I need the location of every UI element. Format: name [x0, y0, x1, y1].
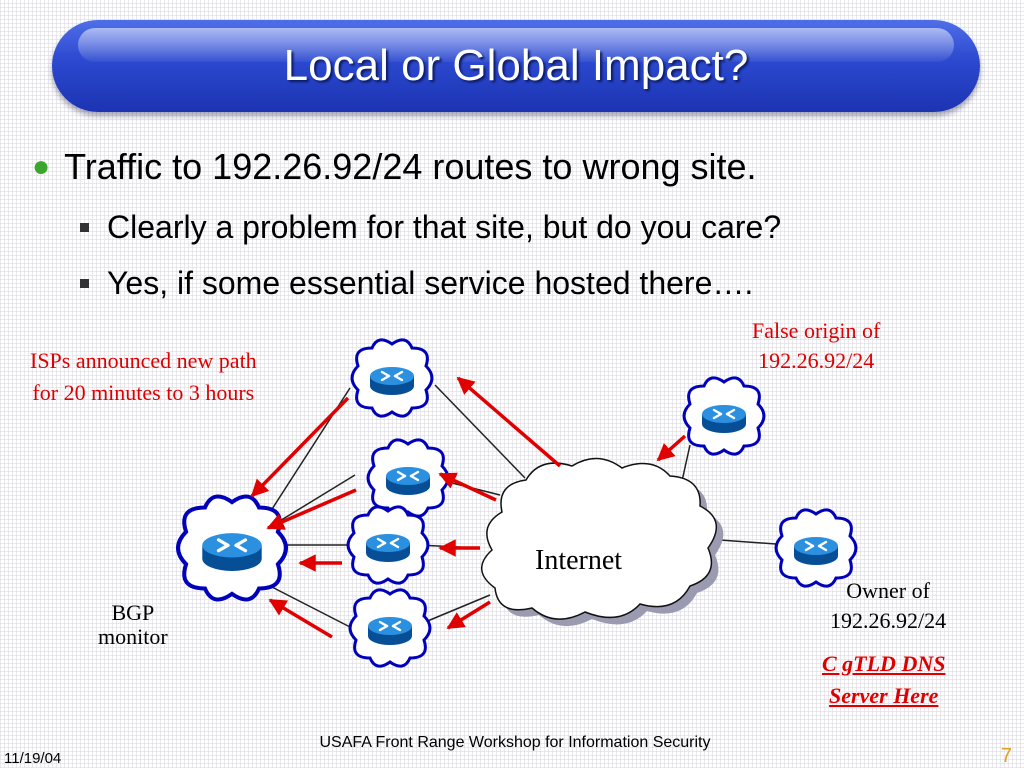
bgp-label-line-1: BGP	[111, 600, 155, 625]
sub-bullet-1-text: Clearly a problem for that site, but do …	[107, 209, 782, 245]
title-banner: Local or Global Impact?	[52, 20, 980, 112]
dns-label-line-1: C gTLD DNS	[822, 651, 946, 676]
owner-label: Owner of 192.26.92/24	[830, 576, 946, 636]
internet-cloud-body	[481, 457, 717, 620]
false-origin-line-2: 192.26.92/24	[758, 348, 875, 373]
owner-line-1: Owner of	[846, 578, 930, 603]
router-bottom	[348, 588, 432, 668]
square-bullet-icon	[80, 223, 89, 232]
router-mid-2	[346, 505, 430, 585]
owner-line-2: 192.26.92/24	[830, 608, 947, 633]
main-bullet-text: Traffic to 192.26.92/24 routes to wrong …	[64, 146, 757, 187]
footer-title: USAFA Front Range Workshop for Informati…	[319, 734, 711, 751]
bgp-monitor-label: BGP monitor	[98, 601, 168, 649]
isp-note: ISPs announced new path for 20 minutes t…	[30, 345, 257, 409]
router-mid-1	[366, 438, 450, 518]
main-bullet: ● Traffic to 192.26.92/24 routes to wron…	[32, 146, 757, 188]
square-bullet-icon	[80, 279, 89, 288]
sub-bullet-2: Yes, if some essential service hosted th…	[80, 265, 753, 302]
bgp-label-line-2: monitor	[98, 624, 168, 649]
isp-note-line-1: ISPs announced new path	[30, 348, 257, 373]
slide-title: Local or Global Impact?	[283, 41, 749, 90]
false-origin-line-1: False origin of	[752, 318, 881, 343]
bullet-dot-icon: ●	[32, 150, 51, 183]
router-bgp-monitor	[178, 496, 286, 599]
sub-bullet-2-text: Yes, if some essential service hosted th…	[107, 265, 754, 301]
router-top	[350, 338, 434, 418]
page-number: 7	[1000, 745, 1012, 767]
false-origin-label: False origin of 192.26.92/24	[752, 316, 880, 376]
internet-label: Internet	[535, 545, 623, 576]
dns-server-label: C gTLD DNS Server Here	[822, 648, 945, 712]
dns-label-line-2: Server Here	[829, 683, 939, 708]
announcement-arrows	[250, 376, 687, 639]
router-owner	[774, 508, 858, 588]
sub-bullet-1: Clearly a problem for that site, but do …	[80, 209, 781, 246]
footer-date: 11/19/04	[4, 750, 62, 767]
router-false-origin	[682, 376, 766, 456]
isp-note-line-2: for 20 minutes to 3 hours	[32, 380, 255, 405]
